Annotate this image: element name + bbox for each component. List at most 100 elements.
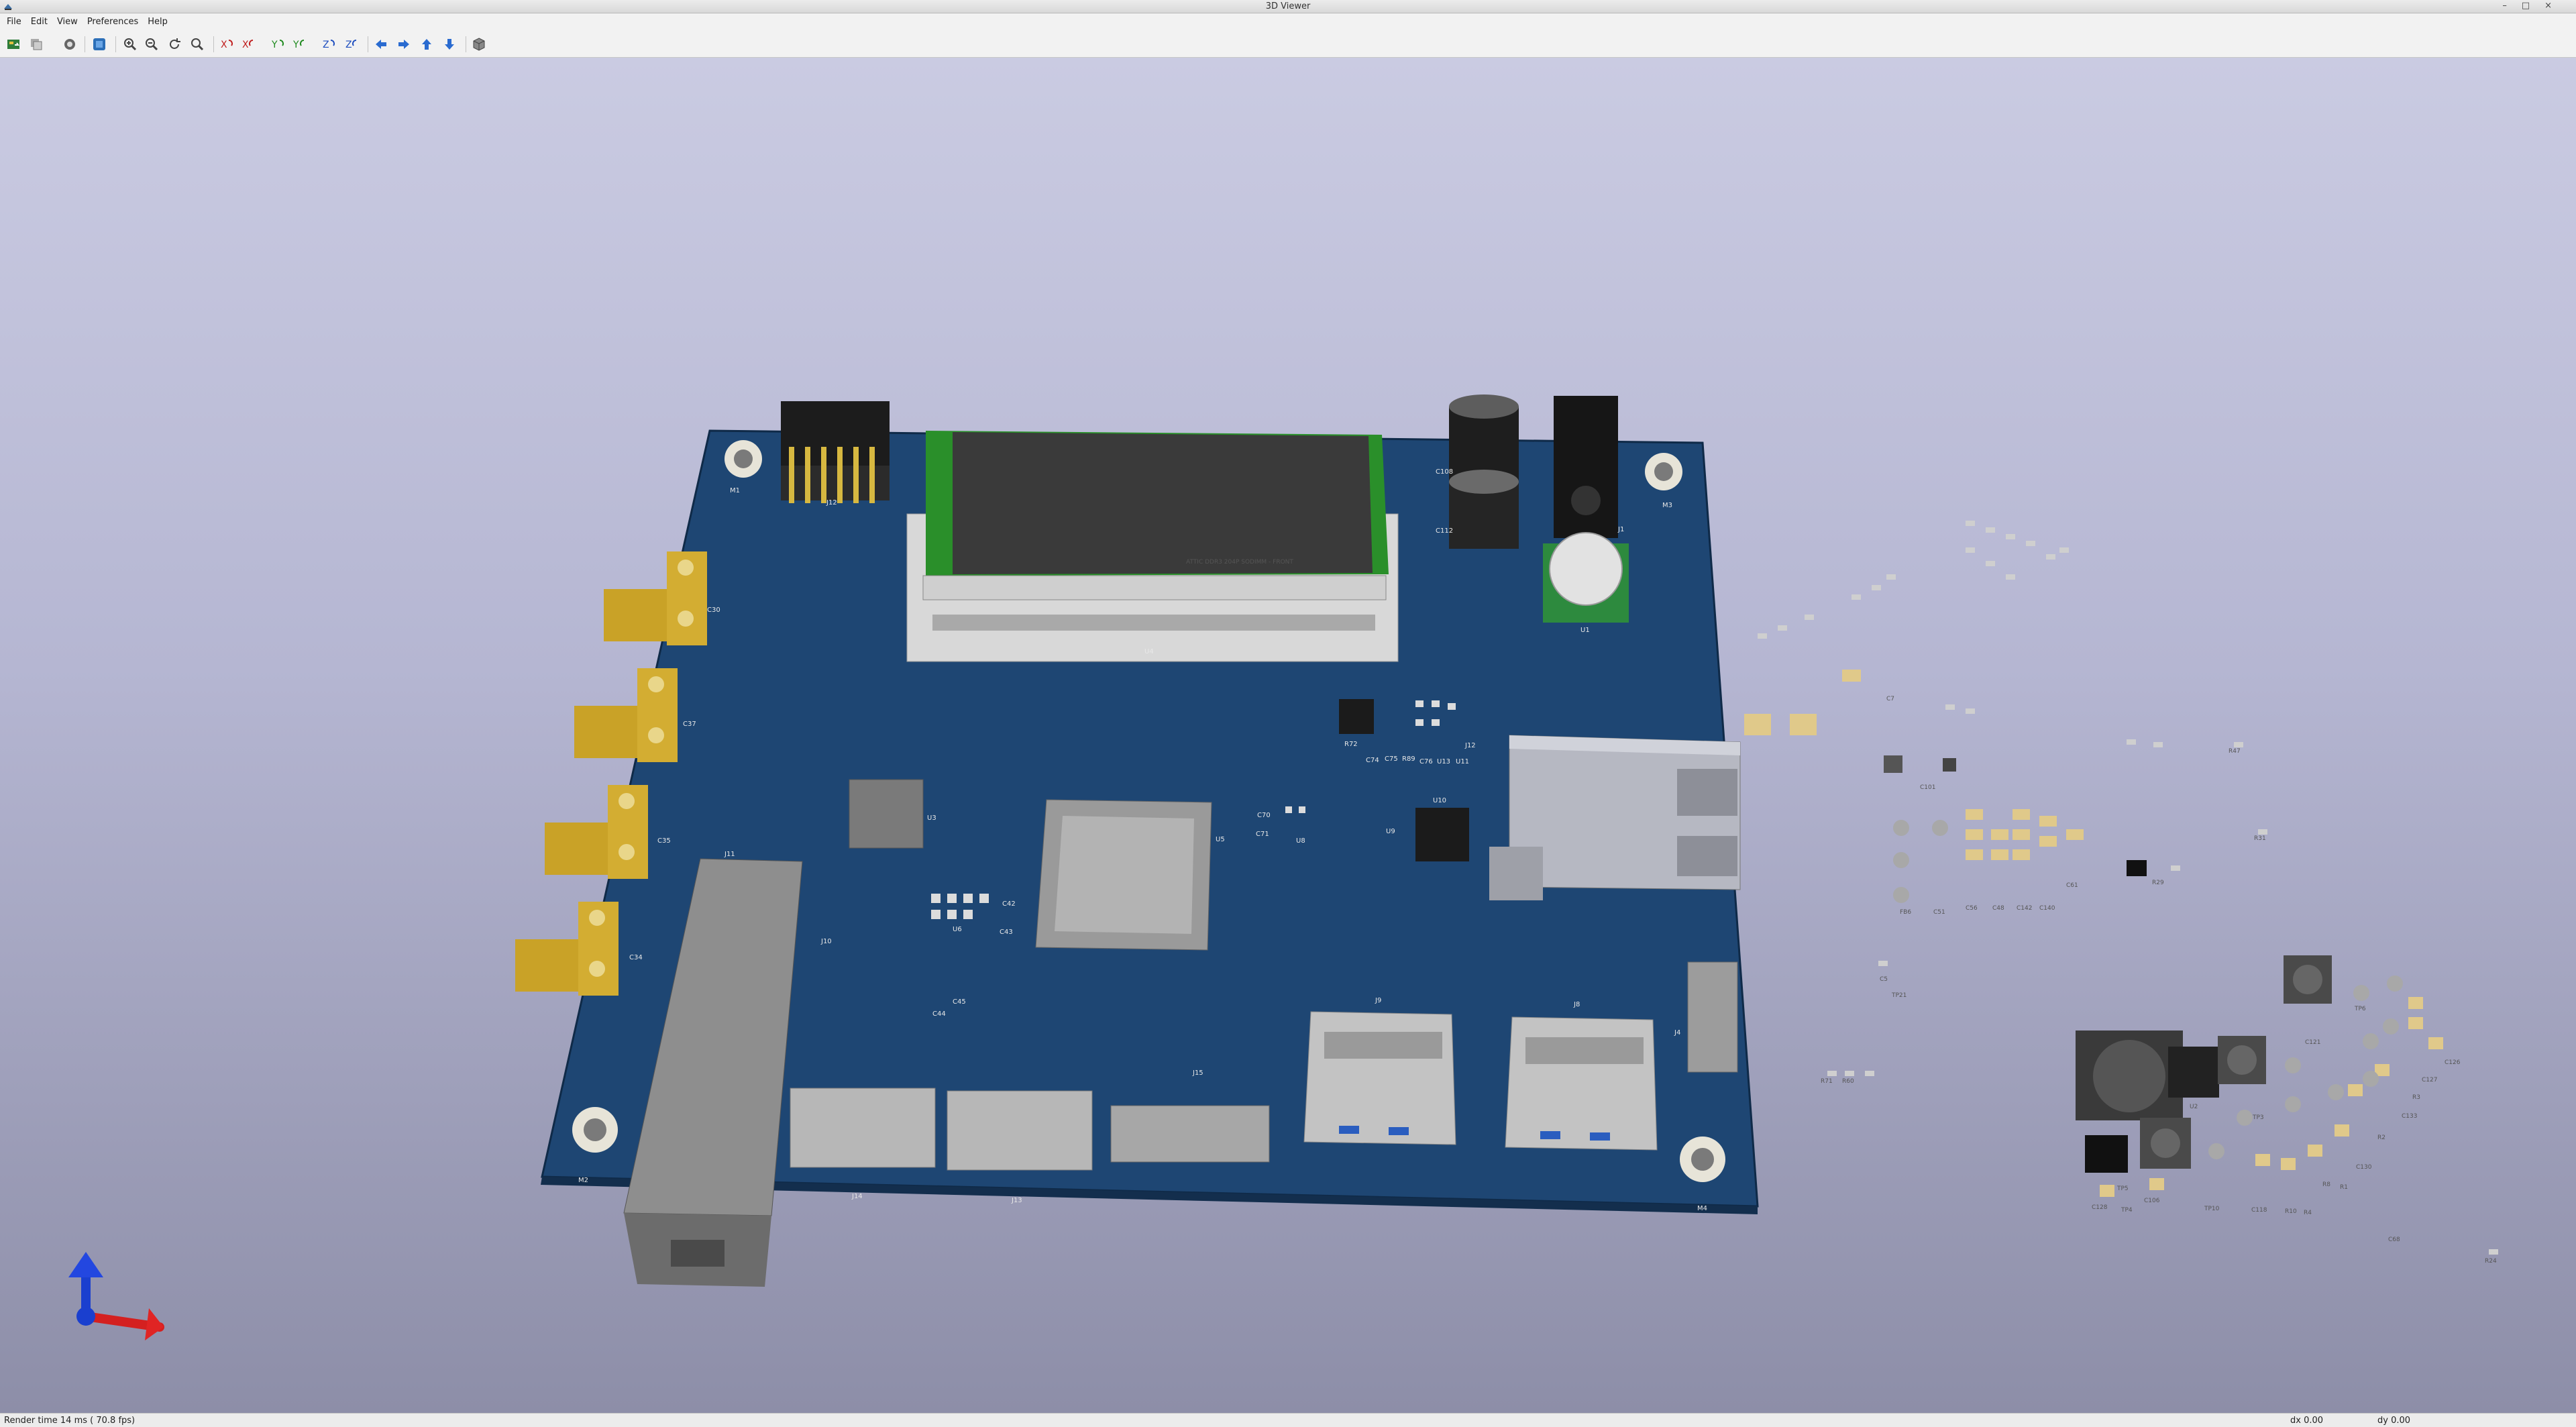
- svg-text:R4: R4: [2304, 1210, 2312, 1216]
- zoom-out-icon[interactable]: [144, 36, 160, 52]
- 3d-canvas[interactable]: ATTIC DDR3 204P SODIMM - FRONT: [0, 58, 2576, 1413]
- svg-text:TP3: TP3: [2252, 1114, 2264, 1121]
- rotate-y-cw-icon[interactable]: Y: [270, 36, 286, 52]
- svg-text:C61: C61: [2066, 882, 2078, 889]
- board-smd-parts: [931, 700, 1456, 919]
- svg-text:J12: J12: [826, 499, 837, 507]
- svg-text:R3: R3: [2412, 1094, 2420, 1101]
- svg-text:C106: C106: [2144, 1198, 2160, 1204]
- svg-text:C101: C101: [1920, 784, 1935, 791]
- svg-text:C37: C37: [683, 721, 696, 728]
- svg-text:J8: J8: [1573, 1001, 1580, 1008]
- svg-text:R71: R71: [1821, 1078, 1833, 1085]
- sfp-cage: [623, 858, 803, 1287]
- svg-text:FB6: FB6: [1900, 909, 1911, 916]
- svg-text:C130: C130: [2356, 1164, 2372, 1171]
- menu-view[interactable]: View: [56, 17, 78, 27]
- svg-text:C42: C42: [1002, 900, 1016, 908]
- chip-u10: [1415, 808, 1469, 861]
- ram-silkscreen-text: ATTIC DDR3 204P SODIMM - FRONT: [1186, 559, 1293, 566]
- zoom-in-icon[interactable]: [122, 36, 138, 52]
- svg-text:C5: C5: [1880, 976, 1888, 983]
- render-options-icon[interactable]: [62, 36, 78, 52]
- rotate-z-cw-icon[interactable]: Z: [321, 36, 337, 52]
- menu-file[interactable]: File: [7, 17, 21, 27]
- svg-text:U10: U10: [1433, 797, 1446, 804]
- svg-text:C43: C43: [1000, 929, 1013, 936]
- svg-text:C76: C76: [1419, 758, 1433, 765]
- sd-socket-j9: [1303, 1011, 1456, 1145]
- svg-text:U8: U8: [1296, 837, 1305, 845]
- reload-board-icon[interactable]: [5, 36, 21, 52]
- menu-preferences[interactable]: Preferences: [87, 17, 139, 27]
- svg-text:J9: J9: [1375, 997, 1381, 1004]
- window-controls[interactable]: –□×: [2502, 1, 2567, 11]
- svg-text:TP10: TP10: [2204, 1206, 2220, 1212]
- zoom-fit-icon[interactable]: [189, 36, 205, 52]
- svg-text:X: X: [242, 40, 249, 50]
- svg-text:U9: U9: [1386, 828, 1395, 835]
- pan-left-icon[interactable]: [373, 36, 389, 52]
- pan-down-icon[interactable]: [441, 36, 458, 52]
- connector-j14: [790, 1088, 936, 1168]
- electrolytic-capacitors: [1449, 394, 1519, 549]
- ortho-view-icon[interactable]: [471, 36, 487, 52]
- svg-text:M2: M2: [578, 1177, 588, 1184]
- svg-text:R1: R1: [2340, 1184, 2348, 1191]
- sma-connectors: [515, 551, 707, 996]
- connector-j13: [947, 1090, 1093, 1171]
- svg-text:C127: C127: [2422, 1077, 2437, 1084]
- svg-text:C126: C126: [2445, 1059, 2461, 1066]
- svg-text:U3: U3: [927, 814, 936, 822]
- svg-text:J10: J10: [820, 938, 832, 945]
- svg-text:TP5: TP5: [2116, 1185, 2129, 1192]
- svg-text:C7: C7: [1886, 696, 1894, 702]
- svg-text:C133: C133: [2402, 1113, 2417, 1120]
- svg-text:TP6: TP6: [2354, 1006, 2366, 1012]
- redraw-icon[interactable]: [166, 36, 182, 52]
- rotate-x-cw-icon[interactable]: X: [219, 36, 235, 52]
- svg-text:C34: C34: [629, 954, 643, 961]
- rotate-z-ccw-icon[interactable]: Z: [343, 36, 360, 52]
- svg-text:C44: C44: [932, 1010, 946, 1018]
- svg-text:R47: R47: [2229, 748, 2241, 755]
- title-bar: 3D Viewer –□×: [0, 0, 2576, 13]
- svg-text:J14: J14: [851, 1193, 863, 1200]
- menu-edit[interactable]: Edit: [30, 17, 48, 27]
- pan-right-icon[interactable]: [396, 36, 412, 52]
- chip-u11: [1339, 699, 1374, 734]
- svg-text:C30: C30: [707, 606, 720, 614]
- svg-text:C112: C112: [1436, 527, 1453, 535]
- pan-up-icon[interactable]: [419, 36, 435, 52]
- svg-text:C51: C51: [1933, 909, 1945, 916]
- rotate-x-ccw-icon[interactable]: X: [240, 36, 256, 52]
- svg-text:R31: R31: [2254, 835, 2266, 842]
- svg-text:C68: C68: [2388, 1236, 2400, 1243]
- svg-text:Y: Y: [292, 40, 299, 50]
- menu-help[interactable]: Help: [148, 17, 168, 27]
- svg-text:C118: C118: [2251, 1207, 2267, 1214]
- svg-text:J12: J12: [1464, 742, 1476, 749]
- loose-components: C68 R24 TP21 C5 R71 R60 C101 R47 R31 R29…: [1744, 521, 2498, 1265]
- raytrace-icon[interactable]: [91, 36, 107, 52]
- svg-text:R10: R10: [2285, 1208, 2297, 1215]
- dc-jack-j1: [1554, 396, 1618, 538]
- svg-text:C45: C45: [953, 998, 966, 1006]
- svg-text:C142: C142: [2017, 905, 2032, 912]
- copy-image-icon[interactable]: [28, 36, 44, 52]
- connector-j15: [1110, 1105, 1270, 1163]
- svg-text:R72: R72: [1344, 741, 1358, 748]
- svg-text:J4: J4: [1674, 1029, 1680, 1037]
- rotate-y-ccw-icon[interactable]: Y: [291, 36, 307, 52]
- svg-text:C140: C140: [2039, 905, 2055, 912]
- svg-text:M4: M4: [1697, 1205, 1707, 1212]
- svg-text:C121: C121: [2305, 1039, 2320, 1046]
- silkscreen-labels: M1 J12 C30 C37 C35 C34 J11 J10 M2 U4 C10…: [578, 468, 1707, 1212]
- svg-text:R89: R89: [1402, 755, 1415, 763]
- axis-gizmo: [68, 1252, 164, 1340]
- svg-text:U6: U6: [953, 926, 962, 933]
- svg-text:R2: R2: [2377, 1134, 2385, 1141]
- svg-text:TP21: TP21: [1891, 992, 1907, 999]
- toolbar: X X Y Y Z Z: [0, 31, 2576, 58]
- svg-text:C70: C70: [1257, 812, 1271, 819]
